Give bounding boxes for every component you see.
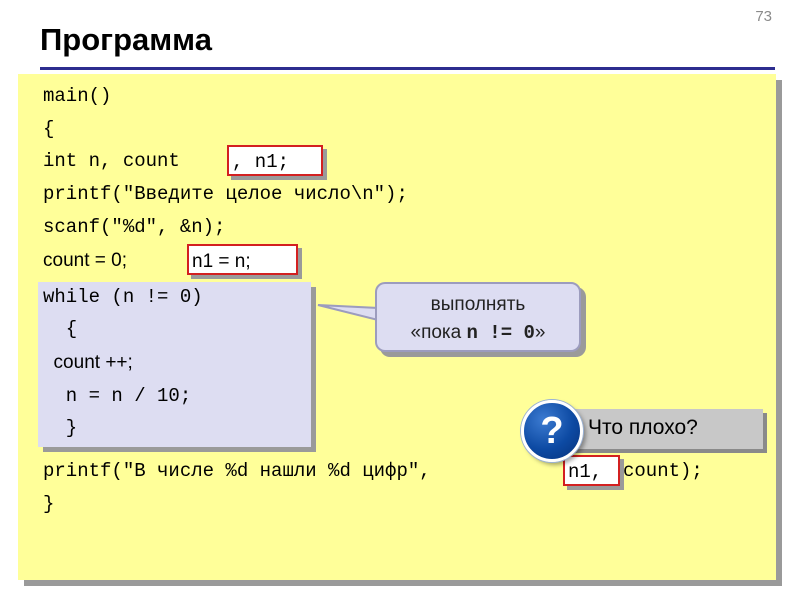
code-line-declaration: int n, count xyxy=(43,150,180,172)
question-mark-icon: ? xyxy=(521,400,583,462)
code-line-loop-open: { xyxy=(43,318,78,340)
callout-condition: n != 0 xyxy=(466,322,535,344)
highlight-n1-declaration: , n1; xyxy=(227,145,323,176)
callout-suffix: » xyxy=(534,322,546,343)
code-line-main: main() xyxy=(43,85,112,107)
code-line-divide: n = n / 10; xyxy=(43,385,192,407)
code-line-count-increment: count ++; xyxy=(43,352,133,373)
highlight-n1-assign: n1 = n; xyxy=(187,244,298,275)
question-box: Что плохо? xyxy=(558,409,763,449)
code-line-close-brace: } xyxy=(43,493,55,515)
callout-prefix: «пока xyxy=(410,322,467,343)
code-line-printf-prompt: printf("Введите целое число\n"); xyxy=(43,183,408,205)
callout-text-line1: выполнять xyxy=(430,294,526,315)
code-line-printf-result: printf("В числе %d нашли %d цифр", xyxy=(43,460,431,482)
code-line-loop-close: } xyxy=(43,417,78,439)
while-loop-block xyxy=(38,282,311,447)
highlight-n1-argument: n1, xyxy=(563,455,620,486)
question-label: Что плохо? xyxy=(588,416,698,439)
code-line-scanf: scanf("%d", &n); xyxy=(43,216,226,238)
page-number: 73 xyxy=(755,8,772,25)
callout-bubble: выполнять «пока n != 0» xyxy=(375,282,581,352)
code-line-open-brace: { xyxy=(43,118,55,140)
code-line-while: while (n != 0) xyxy=(43,286,203,308)
code-line-count-init: count = 0; xyxy=(43,250,127,271)
code-line-printf-result-tail: count); xyxy=(623,460,703,482)
title-underline xyxy=(40,67,775,70)
callout-text-line2: «пока n != 0» xyxy=(377,322,579,344)
slide-title: Программа xyxy=(40,22,212,57)
